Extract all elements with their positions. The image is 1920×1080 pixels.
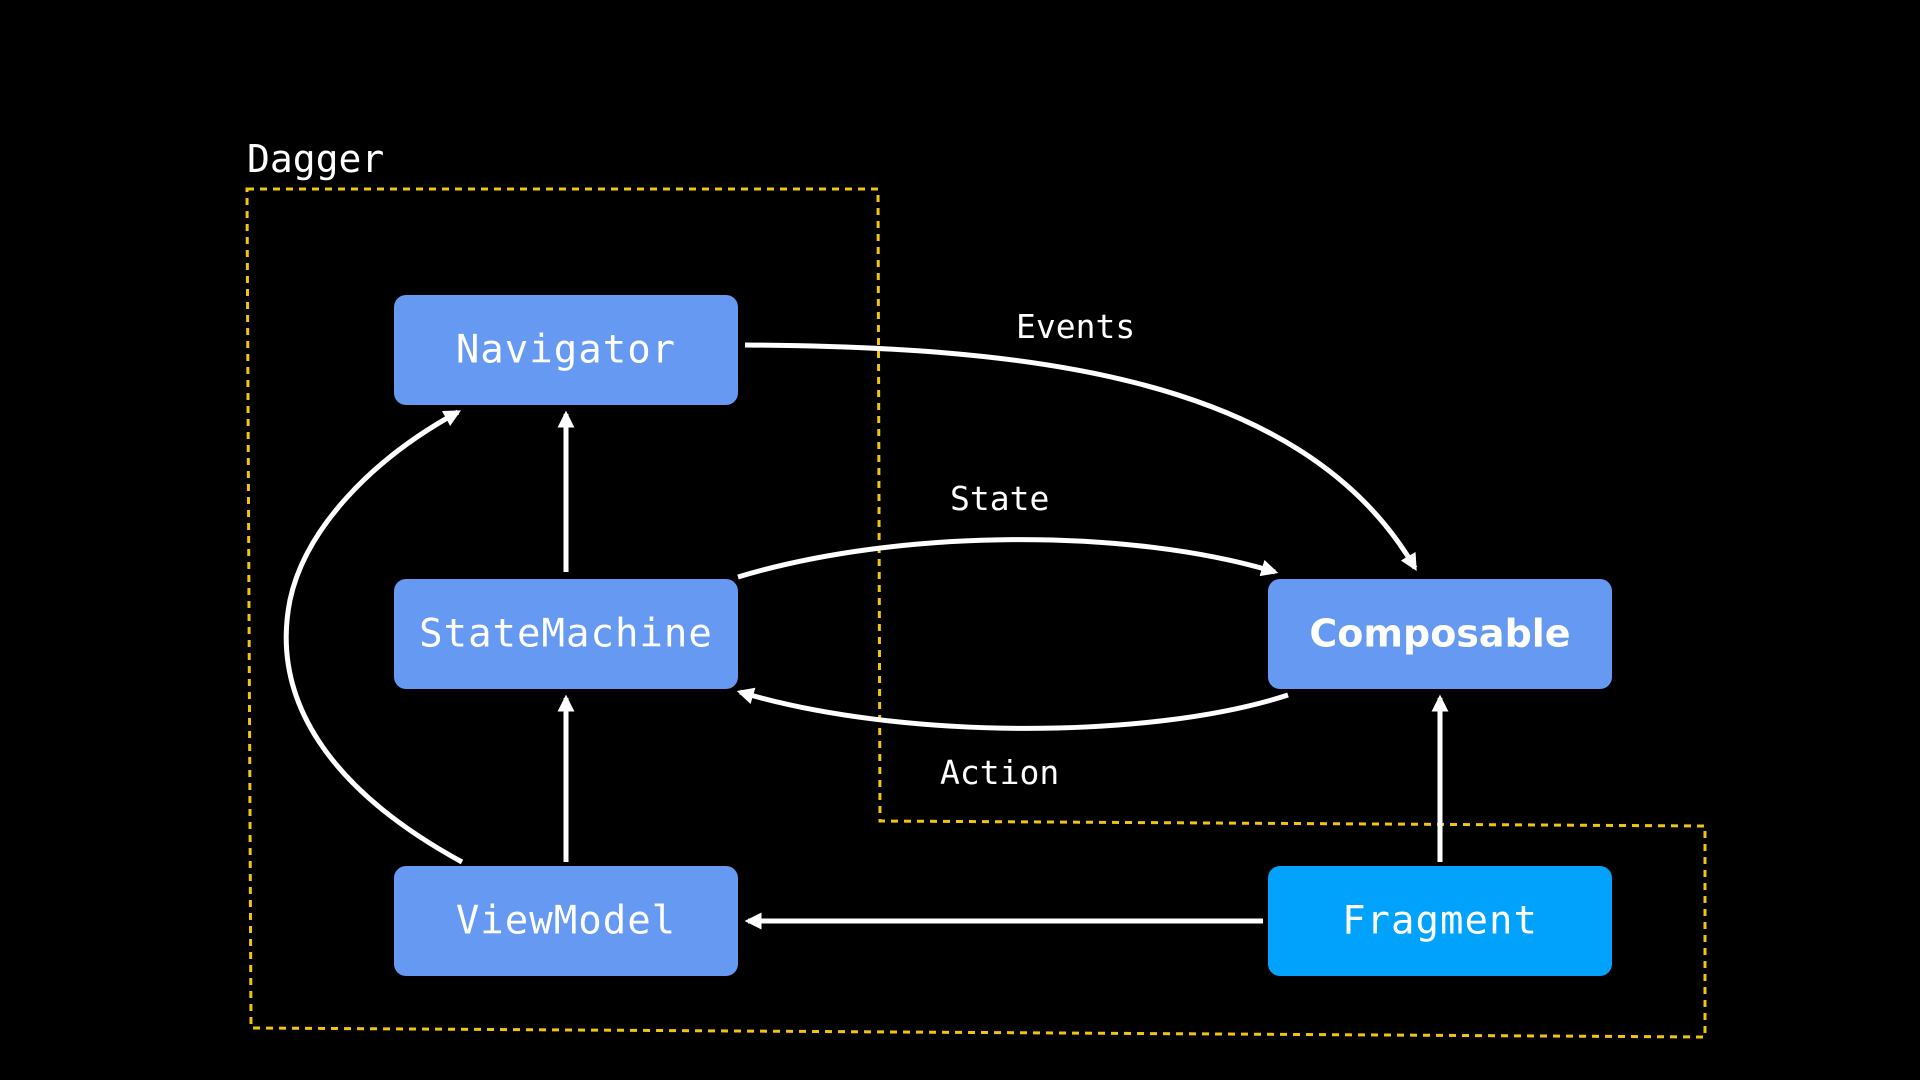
composable-node: Composable <box>1268 579 1612 689</box>
fragment-node: Fragment <box>1268 866 1612 976</box>
navigator-node: Navigator <box>394 295 738 405</box>
dagger-group-boundary <box>245 187 1707 1039</box>
action-edge-label: Action <box>940 753 1059 792</box>
statemachine-node-label: StateMachine <box>419 612 713 657</box>
viewmodel-to-navigator-arrow <box>283 409 464 865</box>
navigator-node-label: Navigator <box>456 328 676 373</box>
events-arrow <box>744 342 1418 571</box>
fragment-node-label: Fragment <box>1342 899 1538 944</box>
composable-node-label: Composable <box>1309 612 1570 656</box>
state-edge-label: State <box>950 479 1049 518</box>
dagger-group-label: Dagger <box>247 137 384 181</box>
events-edge-label: Events <box>1016 307 1135 346</box>
viewmodel-node-label: ViewModel <box>456 899 676 944</box>
viewmodel-node: ViewModel <box>394 866 738 976</box>
action-arrow <box>736 687 1289 731</box>
state-arrow <box>737 537 1279 580</box>
statemachine-node: StateMachine <box>394 579 738 689</box>
